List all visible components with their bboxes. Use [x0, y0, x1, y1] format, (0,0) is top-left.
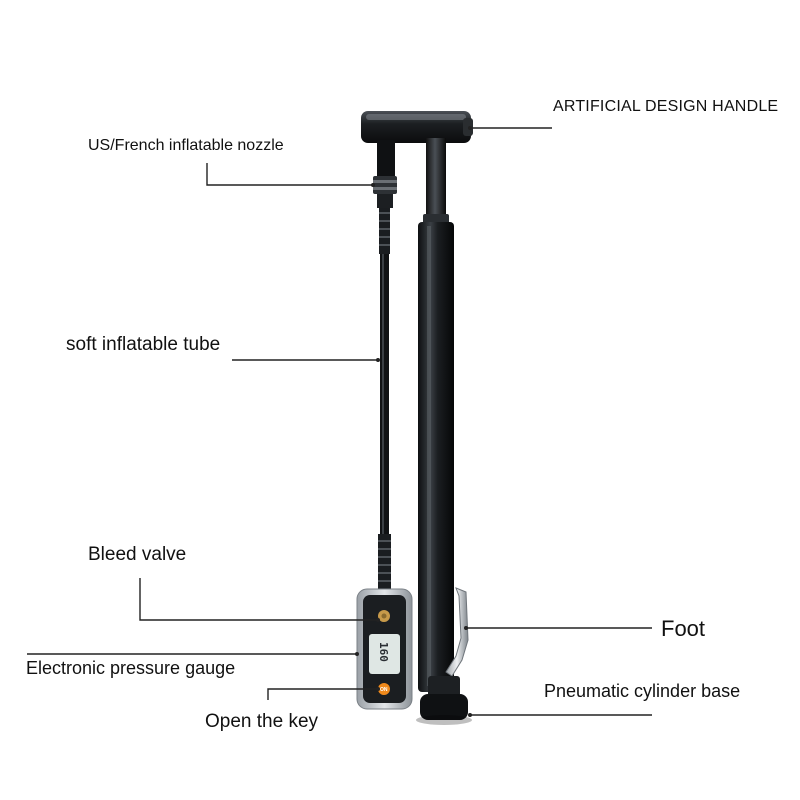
- pressure-gauge: 160 ON: [356, 588, 413, 710]
- leader-bleed: [139, 578, 378, 621]
- label-handle: ARTIFICIAL DESIGN HANDLE: [553, 98, 779, 115]
- handle: [361, 111, 473, 143]
- barrel: [418, 138, 454, 692]
- gauge-lcd: [369, 634, 400, 674]
- soft-tube: [378, 208, 391, 590]
- nozzle: [373, 140, 397, 208]
- label-bleed-valve: Bleed valve: [88, 544, 187, 565]
- gauge-reading: 160: [377, 642, 390, 662]
- leader-dots: [355, 126, 472, 717]
- label-base: Pneumatic cylinder base: [544, 681, 741, 701]
- open-key-button[interactable]: [378, 683, 390, 695]
- label-open-key: Open the key: [205, 711, 319, 732]
- label-tube: soft inflatable tube: [66, 334, 221, 355]
- leader-key: [267, 688, 378, 700]
- label-foot: Foot: [661, 616, 706, 641]
- label-gauge: Electronic pressure gauge: [26, 658, 236, 678]
- label-nozzle: US/French inflatable nozzle: [88, 137, 284, 154]
- cylinder-base: [416, 676, 472, 725]
- foot-lever: [445, 587, 469, 677]
- leader-nozzle: [206, 163, 373, 186]
- leader-lines: [27, 127, 652, 716]
- open-key-text: ON: [380, 687, 388, 693]
